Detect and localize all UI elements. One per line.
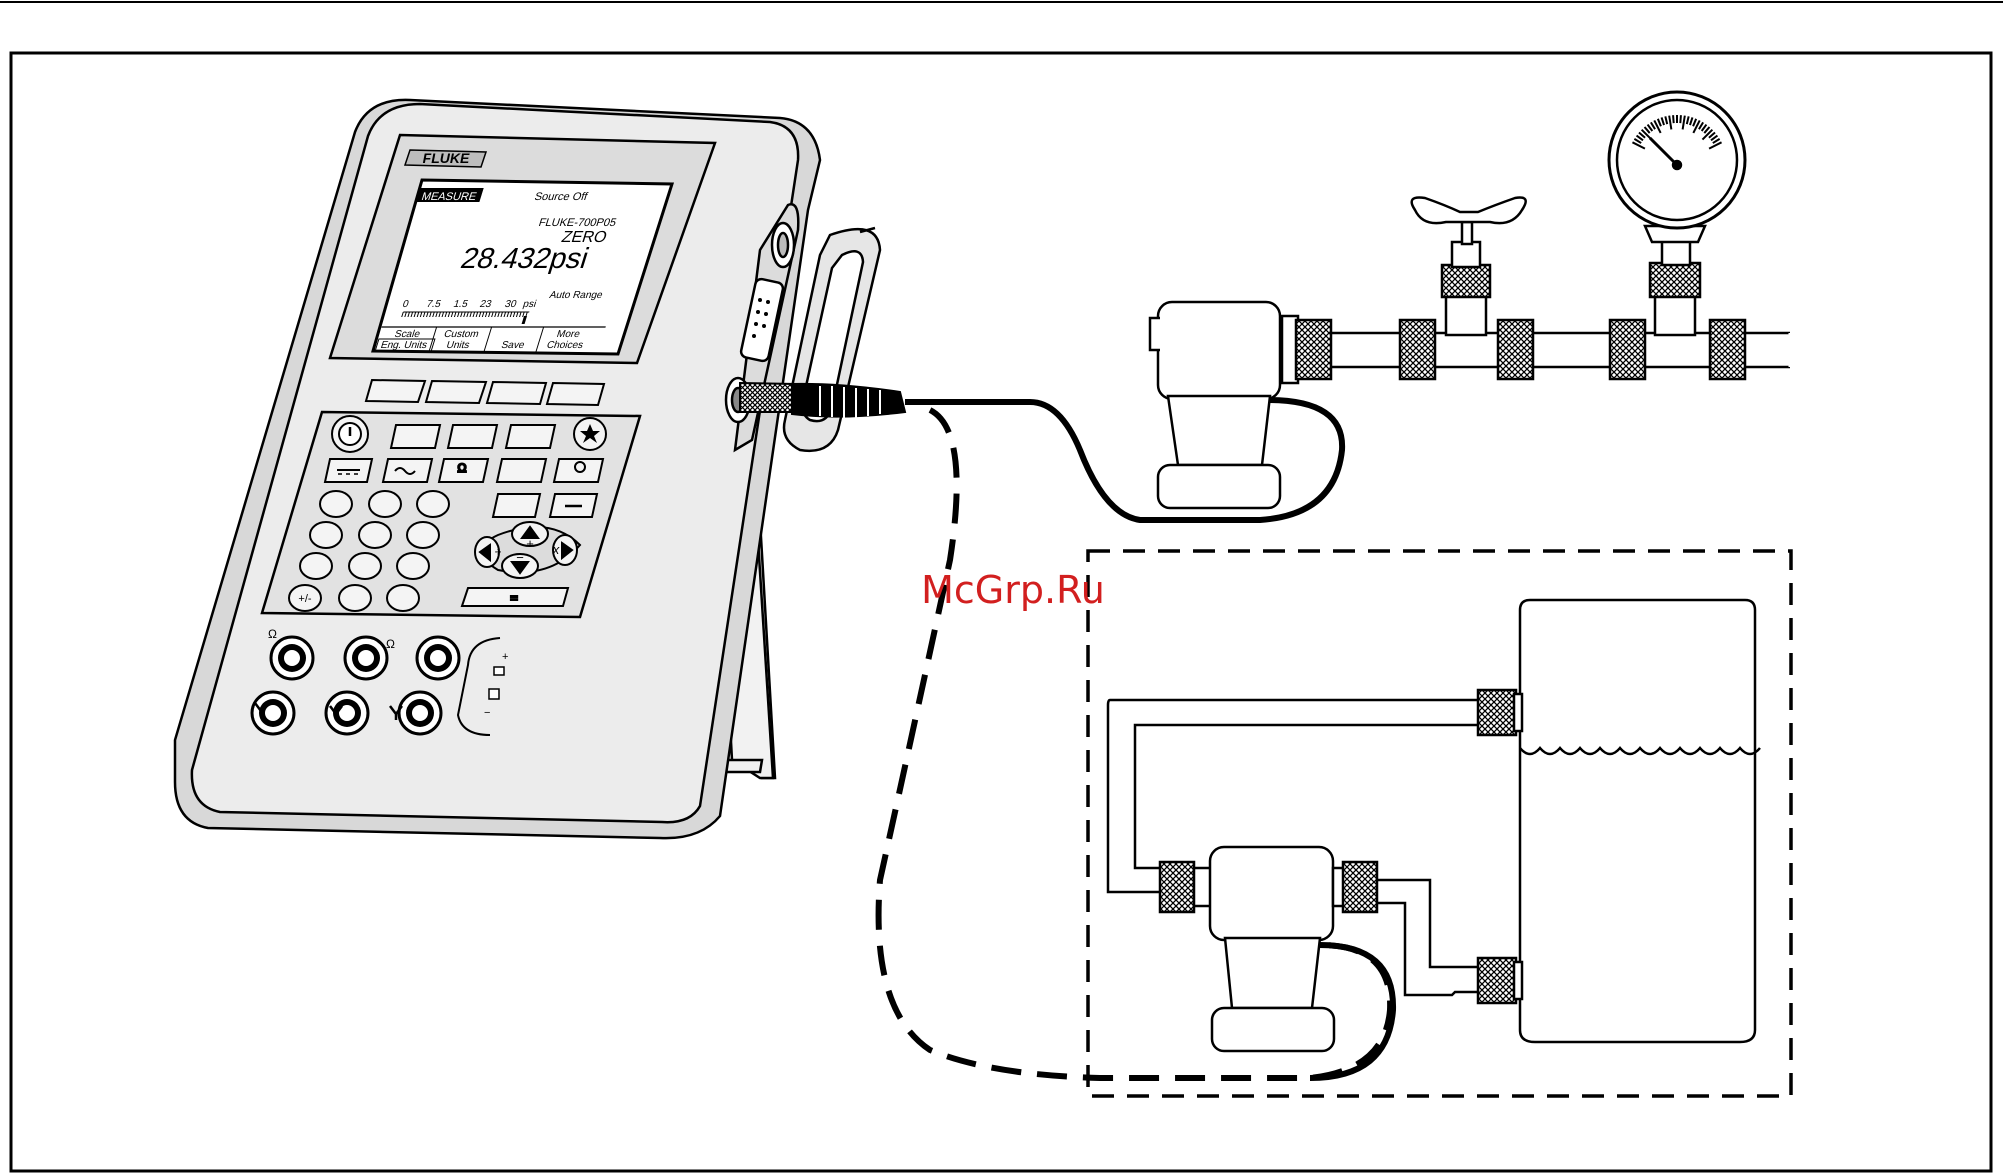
softkey-1[interactable] [366,380,425,402]
softkey-label-line1: Scale [393,329,422,340]
number-key[interactable] [397,553,429,579]
number-key[interactable] [387,585,419,611]
pressure-line [1150,92,1790,508]
softkey-label-line2: Choices [545,340,584,351]
differential-module [1210,847,1333,940]
number-key[interactable] [407,522,439,548]
divide-label: ÷ [495,545,502,559]
function-key-2[interactable] [448,425,497,448]
cable-plug [740,383,905,418]
lcd-screen: MEASURE Source Off FLUKE-700P05 ZERO 28.… [369,180,672,354]
softkey-label-line2: Save [500,340,526,351]
plus-label: + [526,536,534,551]
range-label: Auto Range [548,290,604,301]
module-id: FLUKE-700P05 [537,217,618,229]
brand-text: FLUKE [423,150,470,166]
ohm-icon: Ω [458,461,467,475]
number-key[interactable] [417,491,449,517]
polarity-plus: + [502,651,508,663]
brand-badge: FLUKE [405,150,486,167]
number-key[interactable] [359,522,391,548]
softkey-label-line2: Eng. Units [379,340,428,351]
tank-system [1108,600,1760,1051]
enter-key-label: = [510,590,518,605]
ohm-label-left: Ω [268,627,277,641]
softkey-label-line1: More [555,329,581,340]
gauge-tick [1680,115,1681,123]
ohm-label-mid: Ω [386,637,395,651]
number-key[interactable] [300,553,332,579]
polarity-minus: − [484,707,490,719]
function-key-1[interactable] [391,425,440,448]
contrast-plus-key[interactable] [493,494,540,517]
gauge-tick [1673,115,1674,123]
softkey-3[interactable] [487,382,546,404]
pressure-module-top [1158,302,1280,399]
softkey-label-line2: Units [445,340,471,351]
pressure-reading: 28.432psi [457,243,593,275]
softkey-2[interactable] [426,381,486,403]
softkey-4[interactable] [547,383,604,405]
softkey-label-line1: Custom [442,329,480,340]
function-key-4[interactable] [497,459,546,482]
valve-fitting [1442,265,1490,297]
watermark: McGrp.Ru [921,568,1105,612]
number-key[interactable] [349,553,381,579]
number-key[interactable] [369,491,401,517]
number-key[interactable] [320,491,352,517]
number-key[interactable] [339,585,371,611]
valve-handle [1412,198,1526,224]
tank [1520,600,1755,1042]
minus-label: − [516,550,524,565]
source-status: Source Off [533,191,590,203]
plus-minus-label: +/- [298,593,311,605]
mode-badge: MEASURE [420,191,478,203]
number-key[interactable] [310,522,342,548]
ac-mode-key[interactable] [383,459,432,482]
multiply-label: x [552,542,560,557]
function-key-3[interactable] [506,425,555,448]
